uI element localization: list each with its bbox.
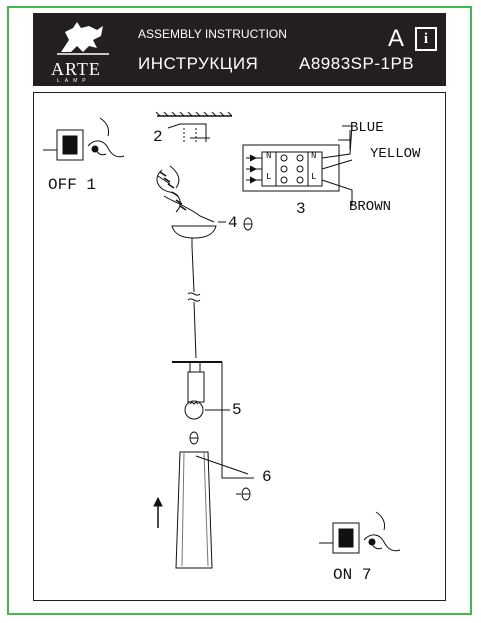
shade-screw-icon <box>236 487 251 501</box>
terminal-n-right: N <box>311 151 317 161</box>
step4-number: 4 <box>228 214 238 232</box>
title-ru: ИНСТРУКЦИЯ <box>138 54 259 73</box>
glass-shade <box>175 451 254 569</box>
brand-sub: LAMP <box>57 78 91 84</box>
wire-blue-label: BLUE <box>350 120 384 136</box>
hand-icon <box>87 117 125 158</box>
hand-on-icon <box>363 511 401 552</box>
screw-icon <box>243 217 253 231</box>
step6-number: 6 <box>262 468 272 486</box>
terminal-l-left: L <box>266 172 272 182</box>
info-glyph: i <box>423 30 429 47</box>
step3-number: 3 <box>296 200 306 218</box>
terminal-block <box>242 125 353 206</box>
step2-number: 2 <box>153 128 163 146</box>
brand-word: ARTE <box>51 59 101 79</box>
info-book-icon: i <box>415 27 437 51</box>
title-en: ASSEMBLY INSTRUCTION <box>138 27 287 41</box>
terminal-n-left: N <box>266 151 272 161</box>
on-label: ON 7 <box>333 566 371 584</box>
suspension-cable <box>187 245 201 359</box>
canopy <box>171 225 217 246</box>
griffin-logo-icon <box>57 22 109 55</box>
up-arrow-icon <box>153 496 163 528</box>
model-number: A8983SP-1PB <box>299 54 415 73</box>
page-frame <box>7 6 472 615</box>
header-band: ARTE LAMP ASSEMBLY INSTRUCTION ИНСТРУКЦИ… <box>33 13 446 86</box>
ceiling-bracket-icon <box>155 111 233 142</box>
lamp-holder <box>172 361 223 478</box>
instruction-panel <box>33 92 446 601</box>
screw-ring <box>189 431 199 445</box>
power-switch-on-icon <box>319 522 360 554</box>
step7-number: 7 <box>361 566 372 584</box>
terminal-l-right: L <box>311 172 317 182</box>
step1-number: 1 <box>86 176 97 194</box>
wire-yellow-label: YELLOW <box>370 146 421 162</box>
power-switch-icon <box>43 129 84 161</box>
step5-number: 5 <box>232 401 242 419</box>
bulb-icon <box>184 400 230 420</box>
on-text: ON <box>333 566 353 584</box>
category-letter: A <box>388 25 405 52</box>
off-text: OFF <box>48 176 77 194</box>
wire-brown-label: BROWN <box>349 199 392 215</box>
supply-wires <box>156 165 215 223</box>
off-label: OFF 1 <box>48 176 96 194</box>
